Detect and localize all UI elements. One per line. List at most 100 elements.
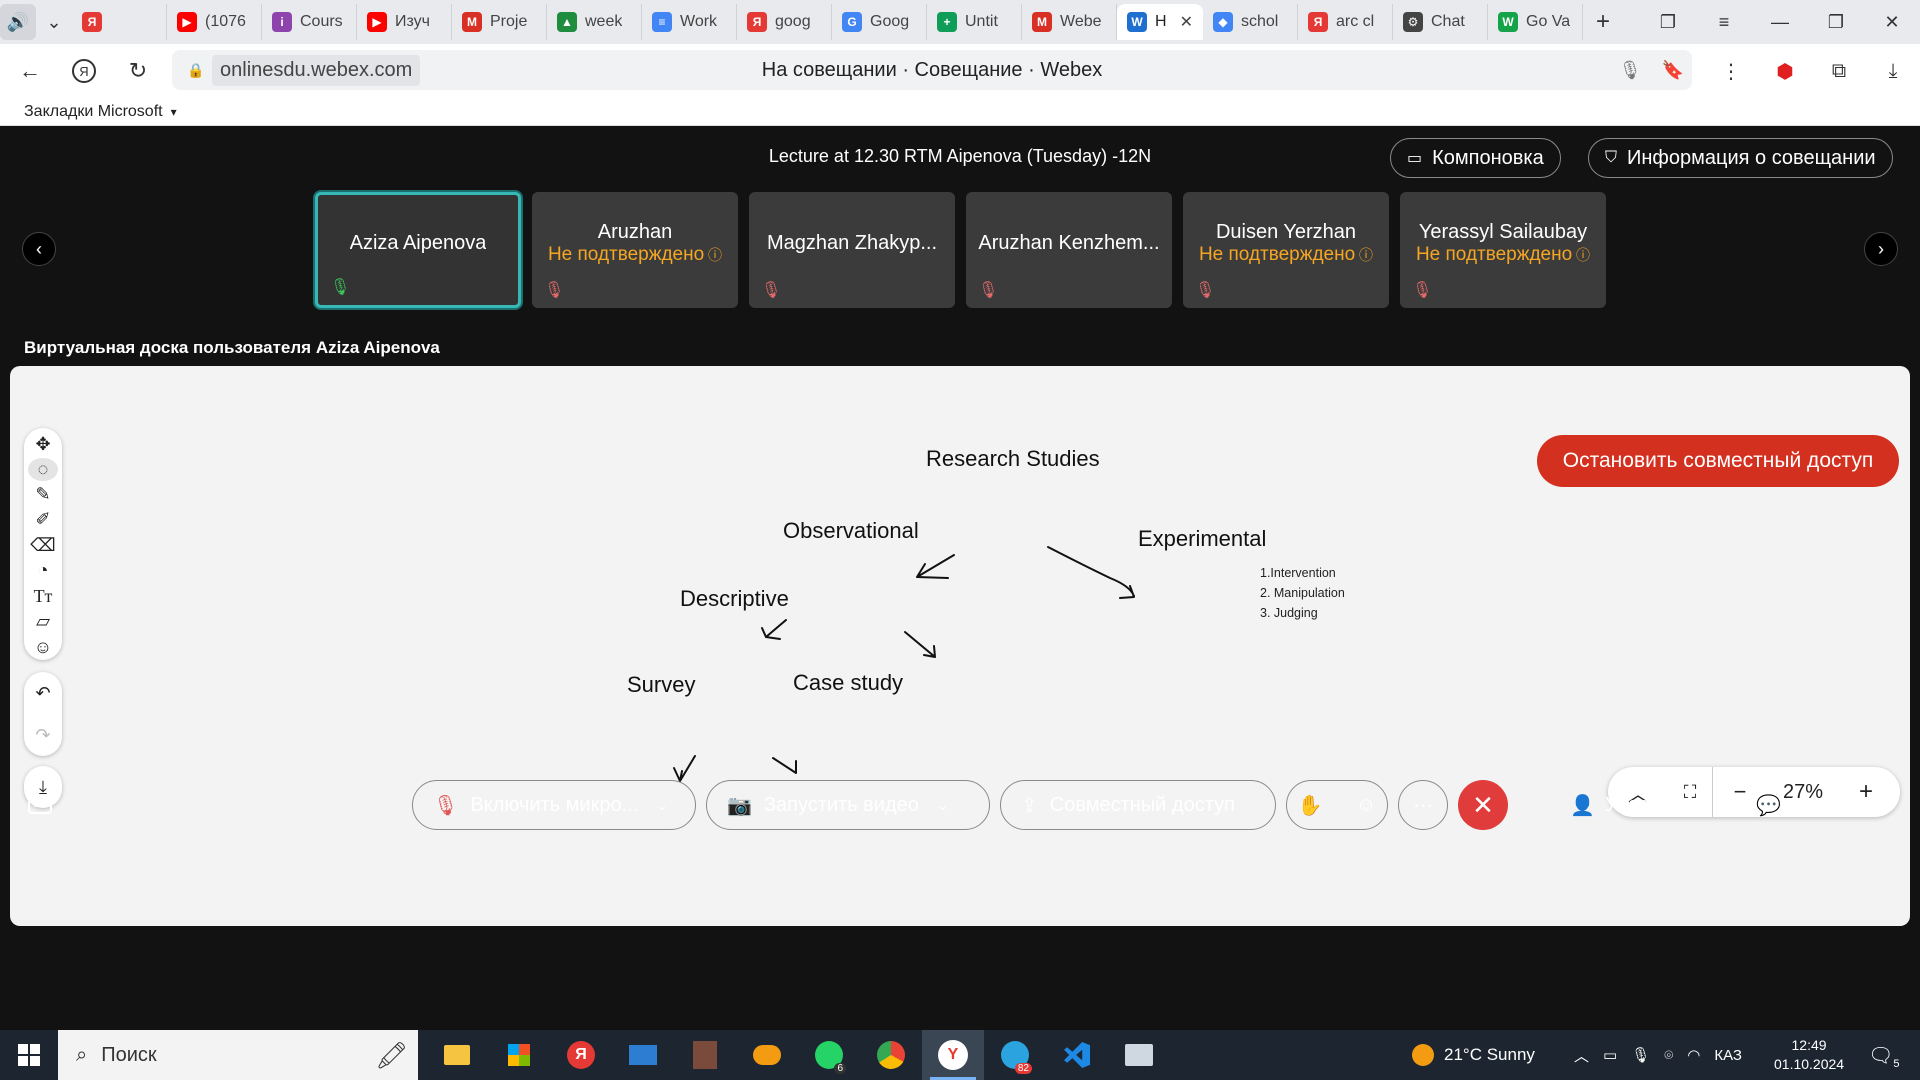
fit-to-screen-icon[interactable]: ⛶ (1683, 781, 1697, 802)
close-tab-icon[interactable]: ✕ (1179, 14, 1193, 31)
emoji-icon[interactable]: ☺ (33, 636, 53, 657)
reload-button[interactable]: ↻ (128, 58, 148, 83)
adblock-icon[interactable]: ⬢ (1776, 60, 1794, 83)
participant-tile[interactable]: Aruzhan Kenzhem...🎙 (966, 192, 1172, 308)
browser-tab[interactable]: Я (72, 4, 167, 40)
chevron-up-icon[interactable]: ︿ (1628, 783, 1648, 806)
telegram-icon[interactable]: 82 (984, 1030, 1046, 1080)
camera-icon[interactable]: ⌾ (1664, 1046, 1674, 1064)
more-options-icon[interactable]: ⋮ (1721, 60, 1741, 83)
yandex-browser-icon[interactable]: Я (550, 1030, 612, 1080)
photos-icon[interactable] (674, 1030, 736, 1080)
yandex-home-button[interactable]: Я (56, 44, 112, 98)
tab-list-chevron-icon[interactable]: ⌄ (46, 11, 62, 32)
close-window-button[interactable]: ✕ (1884, 11, 1900, 32)
whatsapp-icon[interactable]: 6 (798, 1030, 860, 1080)
strip-next-button[interactable]: › (1864, 232, 1898, 266)
browser-tab[interactable]: ▲week (547, 4, 642, 40)
battery-icon[interactable]: ▭ (1603, 1047, 1618, 1064)
pen-tool-icon[interactable]: ✎ (35, 483, 51, 504)
back-button[interactable]: ← (19, 58, 41, 83)
highlighter-icon[interactable]: ✐ (35, 509, 51, 530)
browser-tab[interactable]: ⚙Chat (1393, 4, 1488, 40)
sticky-note-icon[interactable]: ▱ (36, 611, 50, 632)
info-icon[interactable]: ⓘ (1355, 246, 1374, 263)
browser-tab[interactable]: +Untit (927, 4, 1022, 40)
url-field[interactable]: 🔒 onlinesdu.webex.com На совещании · Сов… (172, 50, 1692, 90)
leave-meeting-button[interactable]: ✕ (1458, 780, 1508, 830)
weather-widget[interactable]: 21°C Sunny (1412, 1030, 1535, 1080)
browser-tab[interactable]: ▶Изуч (357, 4, 452, 40)
notification-center-icon[interactable]: 🗨5 (1868, 1045, 1900, 1070)
info-icon[interactable]: ⓘ (704, 246, 723, 263)
download-icon[interactable]: ⤓ (39, 776, 47, 797)
bookmark-icon[interactable]: 🔖 (1661, 59, 1684, 80)
browser-tab[interactable]: ▶(1076 (167, 4, 262, 40)
stop-sharing-button[interactable]: Остановить совместный доступ (1537, 435, 1899, 487)
participant-tile[interactable]: Magzhan Zhakyp...🎙 (749, 192, 955, 308)
restore-button[interactable]: ❐ (1827, 11, 1845, 32)
wifi-icon[interactable]: ◠ (1687, 1047, 1701, 1064)
microphone-permission-icon[interactable]: 🎙 (1618, 59, 1642, 80)
mail-icon[interactable] (612, 1030, 674, 1080)
chevron-up-icon[interactable]: ︿ (1574, 1047, 1590, 1065)
zoom-out-button[interactable]: − (1733, 779, 1747, 804)
microsoft-store-icon[interactable] (488, 1030, 550, 1080)
chevron-down-icon[interactable]: ⌄ (656, 796, 668, 813)
raise-hand-icon[interactable]: ✋ (1297, 794, 1323, 817)
info-icon[interactable]: ⓘ (1572, 246, 1591, 263)
clock[interactable]: 12:49 01.10.2024 (1774, 1036, 1844, 1074)
vscode-icon[interactable] (1046, 1030, 1108, 1080)
participant-tile[interactable]: Aziza Aipenova🎙 (315, 192, 521, 308)
whiteboard-canvas[interactable]: ✥ ◌ ✎ ✐ ⌫ ◔ Tт ▱ ☺ ↶ ↷ ⤓ Остановить совм… (10, 366, 1910, 926)
eraser-icon[interactable]: ⌫ (30, 534, 56, 555)
new-tab-button[interactable]: + (1595, 8, 1610, 35)
mic-button[interactable]: 🎙 Включить микро... ⌄ (412, 780, 696, 830)
browser-tab[interactable]: ◆schol (1203, 4, 1298, 40)
yandex-taskbar-active-icon[interactable]: Y (922, 1030, 984, 1080)
file-explorer-icon[interactable] (426, 1030, 488, 1080)
redo-icon[interactable]: ↷ (35, 724, 51, 745)
more-options-button[interactable]: ⋯ (1398, 780, 1448, 830)
video-button[interactable]: 📷 Запустить видео ⌄ (706, 780, 990, 830)
shapes-icon[interactable]: ◔ (37, 560, 49, 581)
move-tool-icon[interactable]: ✥ (35, 434, 51, 455)
layout-button[interactable]: ▭ Компоновка (1390, 138, 1561, 178)
tab-collections-icon[interactable]: ❐ (1659, 11, 1677, 32)
participants-button[interactable]: 👤 Участники (1570, 780, 1700, 830)
chevron-down-icon[interactable]: ⌄ (936, 796, 949, 813)
lasso-select-icon[interactable]: ◌ (28, 457, 58, 482)
meeting-info-button[interactable]: ⛉ Информация о совещании (1588, 138, 1893, 178)
reactions-icon[interactable]: ☺ (1355, 793, 1377, 816)
share-button[interactable]: ⇪ Совместный доступ (1000, 780, 1276, 830)
chat-button[interactable]: 💬 Чат (1756, 780, 1824, 830)
start-button[interactable] (0, 1030, 58, 1080)
taskbar-search[interactable]: ⌕ Поиск 🖍 (58, 1030, 418, 1080)
browser-tab[interactable]: ≡Work (642, 4, 737, 40)
more-panels-button[interactable]: ⋯ (1872, 794, 1892, 817)
language-indicator[interactable]: КАЗ (1714, 1046, 1742, 1064)
extensions-icon[interactable]: ⧉ (1831, 59, 1847, 82)
strip-prev-button[interactable]: ‹ (22, 232, 56, 266)
closed-captions-icon[interactable]: CC (28, 794, 52, 814)
text-tool-icon[interactable]: Tт (33, 585, 53, 606)
zoom-in-button[interactable]: + (1858, 778, 1873, 805)
undo-icon[interactable]: ↶ (35, 682, 51, 703)
microphone-icon[interactable]: 🎙 (1631, 1047, 1651, 1064)
weather-app-icon[interactable] (736, 1030, 798, 1080)
remote-desktop-icon[interactable] (1108, 1030, 1170, 1080)
downloads-icon[interactable]: ⤓ (1888, 59, 1898, 82)
bookmarks-folder[interactable]: Закладки Microsoft (24, 102, 163, 120)
browser-menu-icon[interactable]: ≡ (1718, 11, 1730, 32)
